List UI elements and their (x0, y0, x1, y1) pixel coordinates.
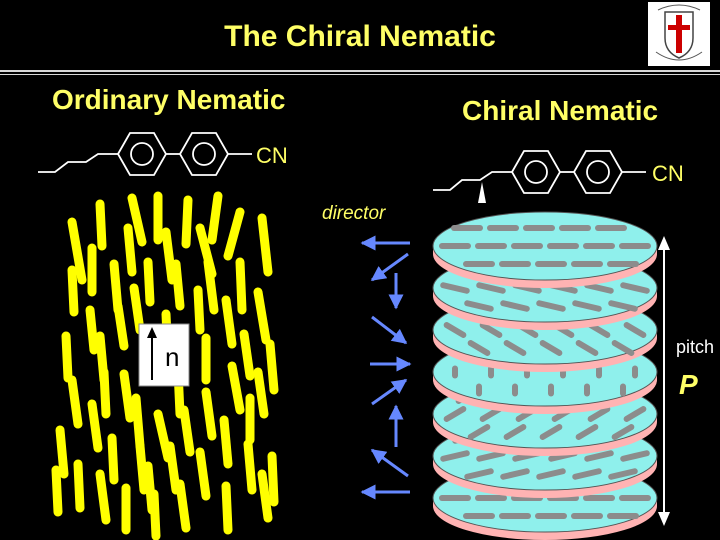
nematic-rod (166, 232, 172, 280)
nematic-rod (262, 474, 268, 518)
nematic-rod (186, 200, 188, 244)
chiral-disk-stack (433, 212, 657, 540)
nematic-rod (128, 228, 132, 272)
nematic-rod (136, 398, 140, 446)
pitch-arrow-icon (658, 236, 670, 526)
left-molecule-structure (38, 133, 252, 175)
nematic-rod (90, 310, 94, 350)
nematic-rod (148, 466, 152, 510)
nematic-rod (224, 420, 228, 464)
nematic-rod (170, 446, 176, 490)
nematic-rod (148, 262, 150, 302)
nematic-rod (78, 464, 80, 508)
right-cn-label: CN (652, 161, 684, 186)
pitch-symbol: P (679, 369, 698, 400)
nematic-rod (112, 438, 114, 480)
nematic-rod (140, 446, 144, 490)
nematic-rod (66, 336, 68, 378)
nematic-rod (244, 334, 250, 376)
nematic-rod (176, 264, 180, 306)
nematic-rod (104, 372, 106, 414)
director-n-box (139, 324, 189, 386)
nematic-rod (100, 204, 102, 246)
nematic-rod (124, 374, 130, 418)
nematic-rod (180, 484, 186, 528)
left-cn-label: CN (256, 143, 288, 168)
nematic-rod (60, 430, 64, 474)
director-arrow-icon (362, 243, 410, 492)
nematic-rod (240, 262, 242, 310)
nematic-rod (56, 470, 58, 512)
nematic-rod (226, 300, 232, 344)
director-label: director (322, 203, 386, 224)
right-molecule-structure (433, 151, 646, 203)
nematic-rod (272, 456, 274, 502)
nematic-rod (262, 218, 268, 272)
nematic-rod (258, 372, 264, 414)
nematic-rod (200, 452, 206, 496)
nematic-rod (208, 262, 214, 310)
nematic-rod (72, 270, 74, 312)
nematic-rod (258, 292, 266, 340)
nematic-rod (72, 380, 78, 424)
nematic-rod (232, 366, 240, 410)
nematic-rod (248, 444, 252, 490)
n-label: n (165, 342, 179, 372)
nematic-rod (132, 198, 142, 242)
pitch-label: pitch (676, 337, 714, 357)
nematic-rod (100, 474, 106, 520)
nematic-rod (212, 196, 218, 240)
nematic-rod (92, 404, 98, 448)
nematic-rod (228, 212, 240, 256)
nematic-rod (270, 344, 274, 390)
nematic-rod (118, 306, 124, 346)
nematic-rod (226, 486, 228, 530)
nematic-rod (184, 410, 190, 452)
nematic-rod (198, 290, 200, 330)
nematic-rod (206, 392, 212, 436)
